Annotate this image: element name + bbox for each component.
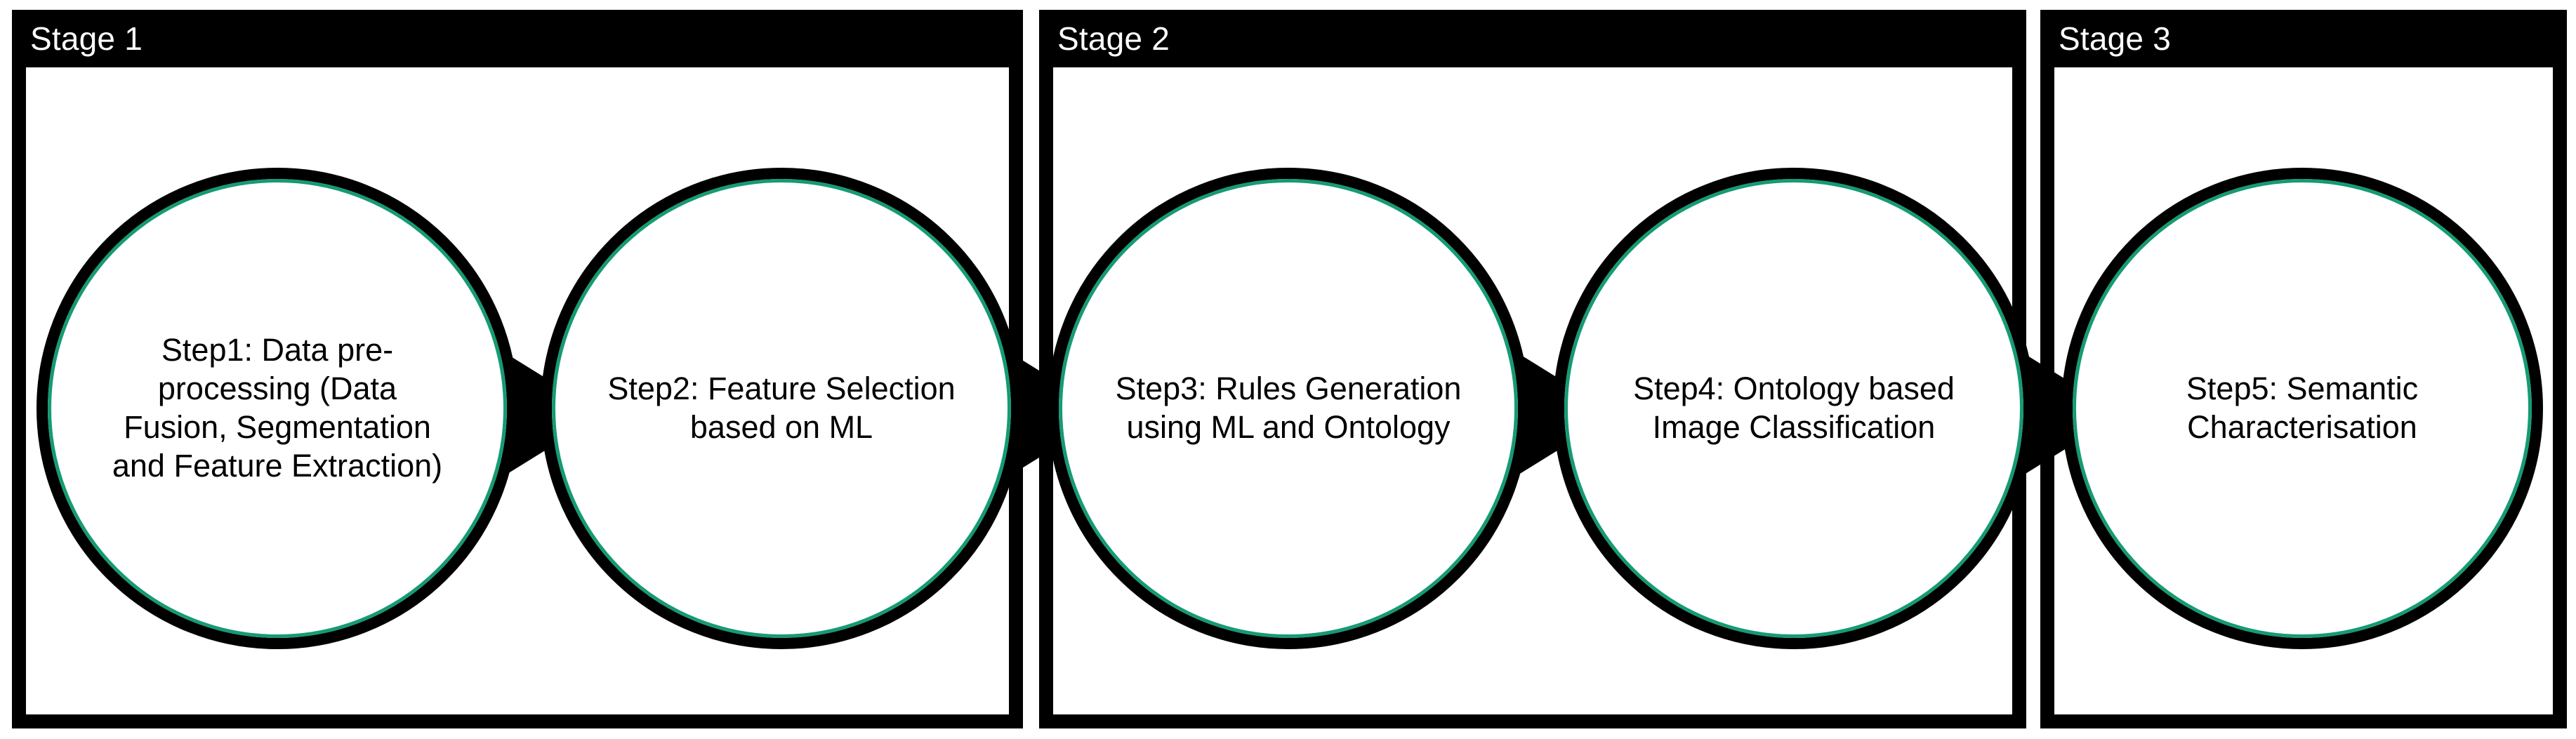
- stage-3-title: Stage 3: [2059, 20, 2171, 57]
- stage-header-2: Stage 2: [1039, 10, 2026, 67]
- step-node-1[interactable]: Step1: Data pre-processing (Data Fusion,…: [37, 168, 518, 649]
- step-node-3[interactable]: Step3: Rules Generation using ML and Ont…: [1048, 168, 1529, 649]
- step-node-5[interactable]: Step5: Semantic Characterisation: [2061, 168, 2543, 649]
- step-2-label: Step2: Feature Selection based on ML: [607, 371, 956, 445]
- step-node-4[interactable]: Step4: Ontology based Image Classificati…: [1553, 168, 2035, 649]
- step-1-label: Step1: Data pre-processing (Data Fusion,…: [112, 332, 443, 484]
- step-node-2[interactable]: Step2: Feature Selection based on ML: [541, 168, 1022, 649]
- stage-header-1: Stage 1: [12, 10, 1023, 67]
- step-4-label: Step4: Ontology based Image Classificati…: [1633, 371, 1955, 445]
- stage-1-title: Stage 1: [30, 20, 143, 57]
- step-5-label: Step5: Semantic Characterisation: [2186, 371, 2419, 445]
- stage-header-3: Stage 3: [2040, 10, 2567, 67]
- stage-2-title: Stage 2: [1057, 20, 1170, 57]
- step-3-label: Step3: Rules Generation using ML and Ont…: [1115, 371, 1462, 445]
